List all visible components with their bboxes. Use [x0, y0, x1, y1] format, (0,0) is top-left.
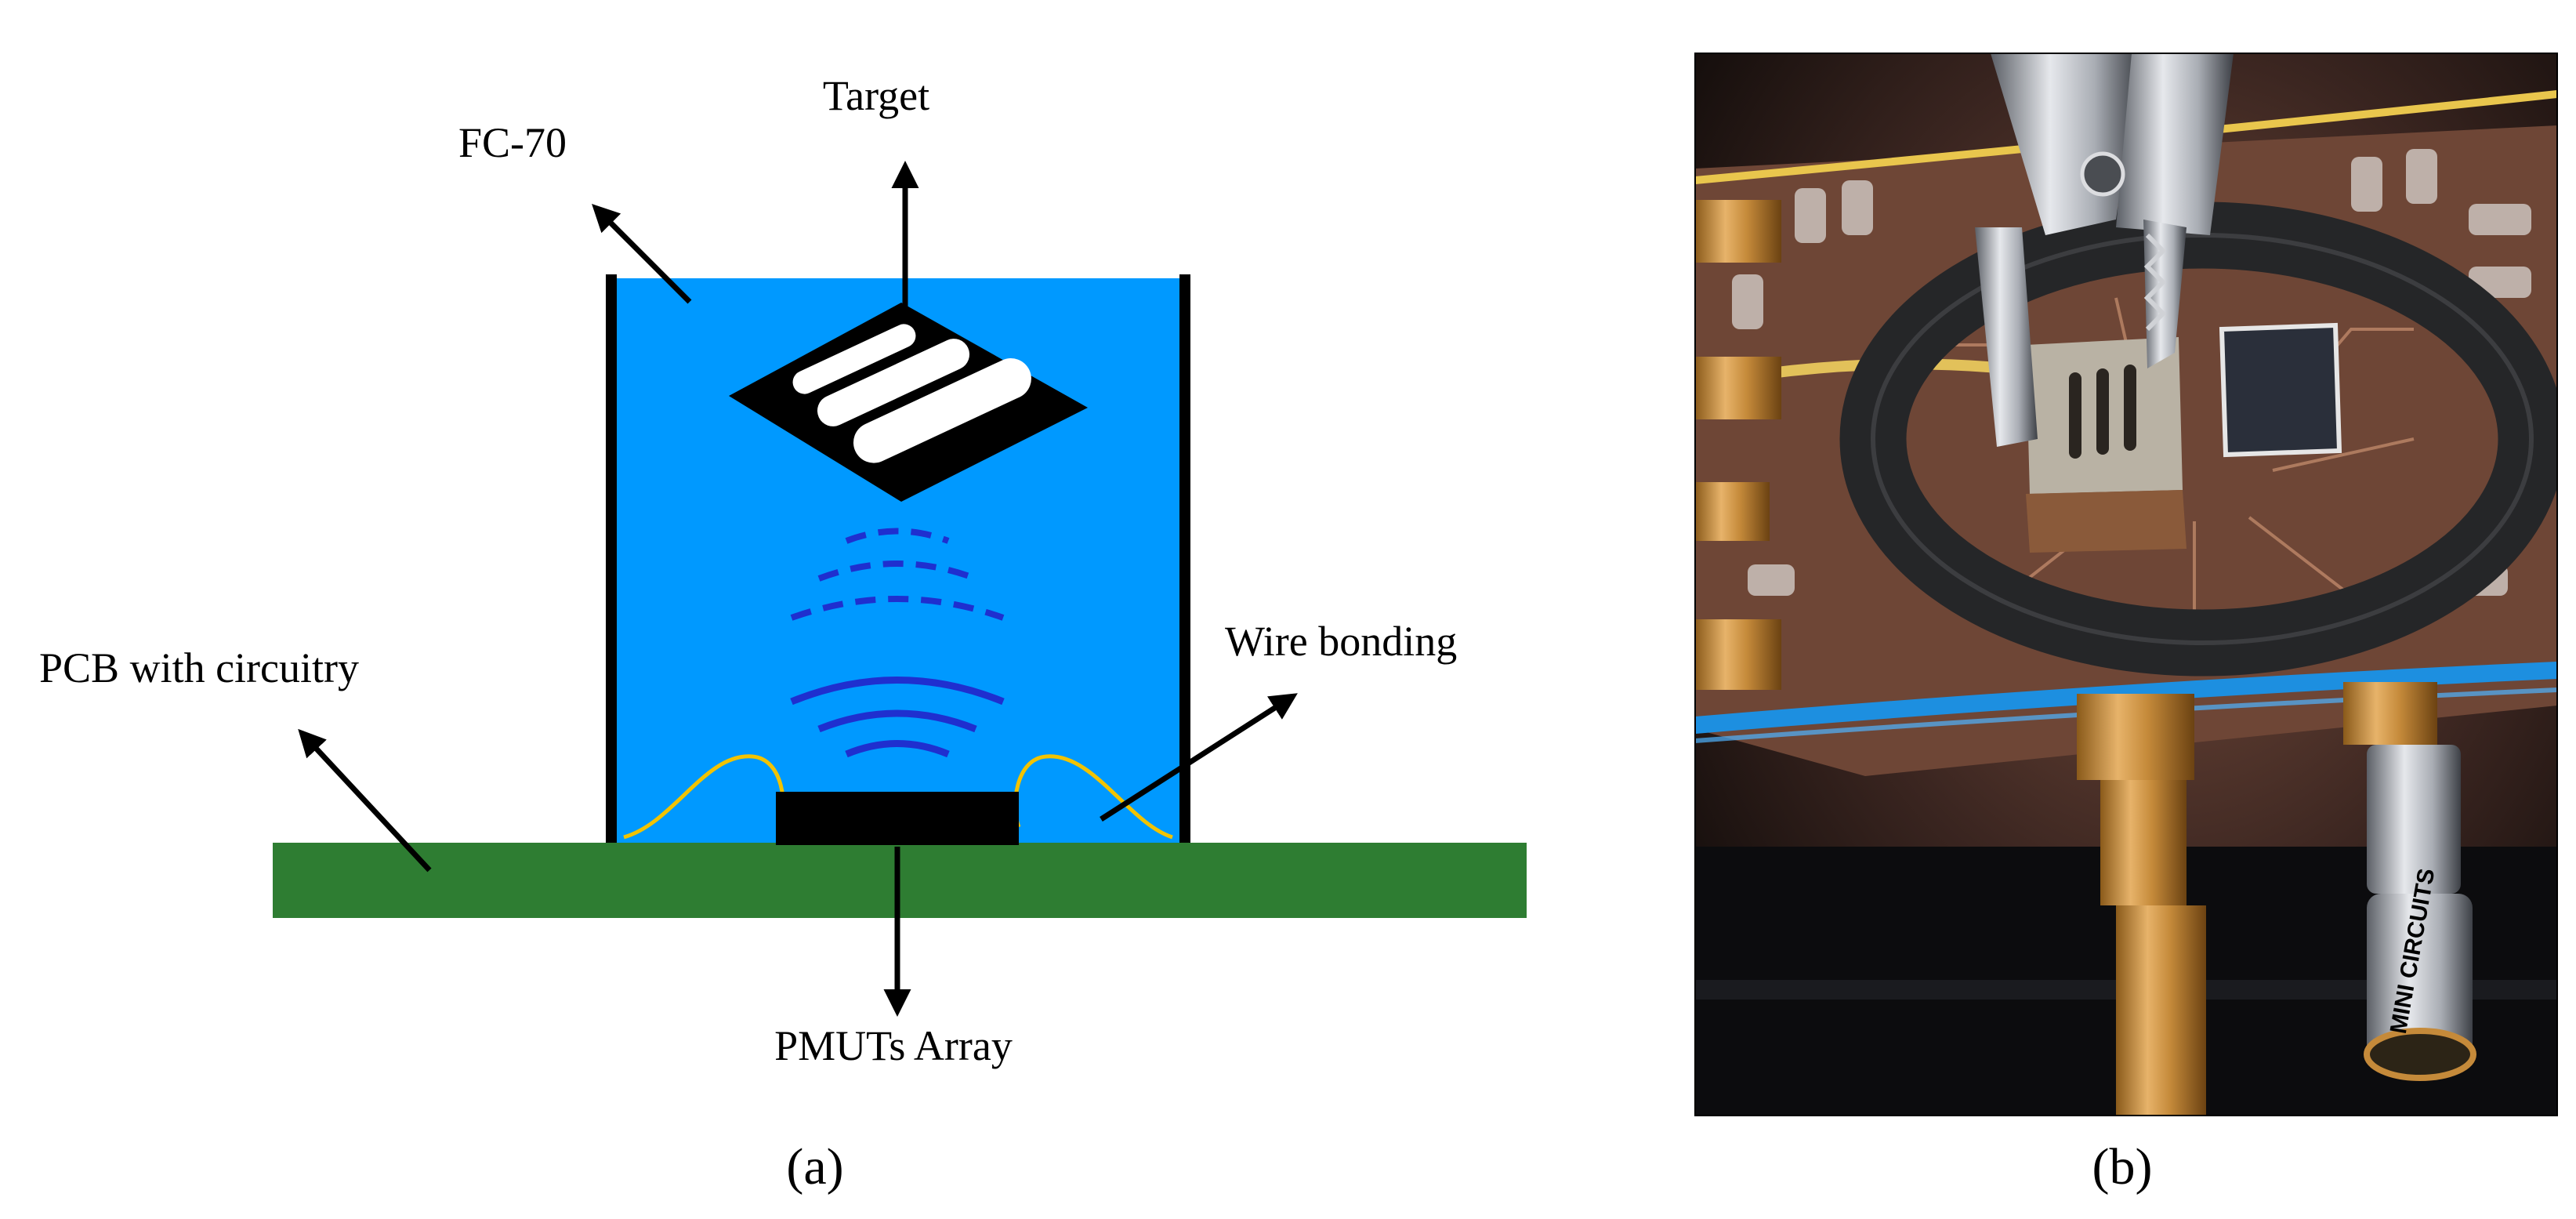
wire-arrow [1100, 693, 1298, 822]
panel-a-schematic: Target FC-70 PCB with circuitry Wire bon… [39, 72, 1527, 1195]
pmut-array-chip [776, 792, 1019, 845]
photo-sma-bottom: MINI CIRCUITS [2077, 682, 2476, 1116]
photo-alligator-clip [1975, 53, 2234, 447]
target-plate [729, 303, 1088, 502]
emitted-waves [790, 677, 1005, 758]
label-wire-bonding: Wire bonding [1225, 618, 1457, 665]
fluid-arrow [592, 204, 692, 304]
label-target: Target [823, 72, 929, 119]
panel-b-photo: MINI CIRCUITS (b) [1694, 53, 2558, 1195]
caption-a: (a) [786, 1138, 843, 1195]
reflected-waves [790, 528, 1005, 621]
label-pmut-array: PMUTs Array [774, 1022, 1013, 1069]
label-fc70: FC-70 [458, 119, 567, 166]
caption-b: (b) [2092, 1138, 2153, 1195]
photo-die [2219, 322, 2342, 458]
photo-sma-left [1695, 200, 1781, 690]
pcb-arrow [298, 728, 432, 873]
label-pcb: PCB with circuitry [39, 644, 359, 691]
